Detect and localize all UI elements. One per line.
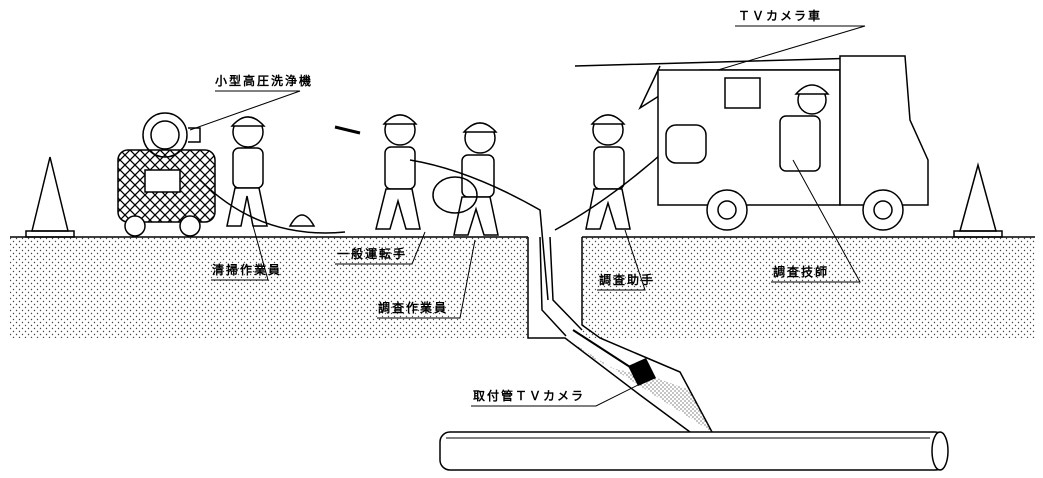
lateral-camera-icon (572, 329, 656, 386)
ground (10, 236, 1035, 338)
cables (199, 147, 669, 301)
survey-worker-label: 調査作業員 (378, 301, 449, 315)
tv-camera-truck-label: ＴＶカメラ車 (738, 9, 823, 23)
high-pressure-washer-label: 小型高圧洗浄機 (215, 74, 314, 88)
cleaning-worker-label: 清掃作業員 (212, 263, 283, 277)
survey-technician-label: 調査技師 (773, 265, 830, 279)
traffic-cone-right-icon (953, 162, 1003, 238)
tv-camera-truck-icon (574, 55, 929, 231)
survey-assistant-icon (585, 114, 631, 230)
leader-lines (189, 25, 866, 407)
main-sewer-pipe (439, 431, 949, 471)
cleaning-worker-icon (226, 116, 316, 227)
general-driver-icon (334, 114, 421, 230)
traffic-cone-left-icon (25, 156, 75, 238)
washer-machine-icon (117, 112, 216, 237)
survey-assistant-label: 調査助手 (599, 273, 656, 287)
general-driver-label: 一般運転手 (337, 247, 408, 261)
survey-worker-icon (432, 122, 499, 236)
lateral-tv-camera-label: 取付管ＴＶカメラ (473, 389, 586, 403)
